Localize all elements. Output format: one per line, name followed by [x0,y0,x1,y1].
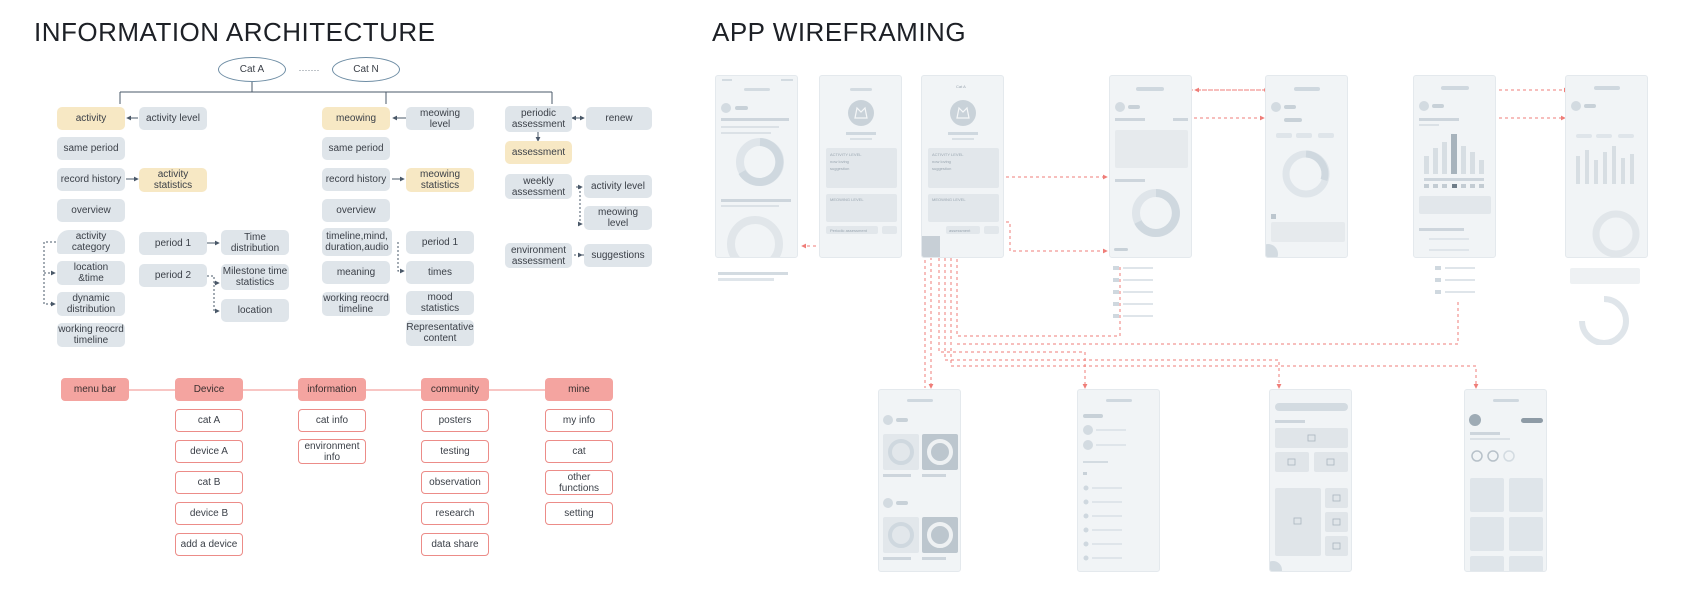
device-menu-node: Device [175,378,243,401]
meowing-weekly-ring [1574,295,1634,346]
cat-name-label: Cat A [956,84,966,89]
wireframe-mine [1464,389,1547,572]
community-item: data share [421,533,489,556]
device-item: cat A [175,409,243,432]
mine-item: my info [545,409,613,432]
activity-card-line: suggestion [932,166,952,171]
meowing-record-history-node: record history [322,168,390,191]
meowing-same-period-node: same period [322,137,390,160]
device-item: device B [175,502,243,525]
meowing-list [1413,258,1488,298]
meowing-card-title: MEOWING LEVEL [830,197,864,202]
dynamic-distribution-node: dynamic distribution [57,292,125,316]
activity-list [1113,266,1188,326]
device-item: cat B [175,471,243,494]
wireframe-activity-stats [1109,75,1192,258]
meowing-overview-node: overview [322,199,390,222]
community-item: observation [421,471,489,494]
representative-content-node: Representative content [406,320,474,346]
assessment-btn-label: assessment [949,228,971,233]
mine-item: setting [545,502,613,525]
wireframe-activity-weekly [1265,75,1348,258]
mine-menu-node: mine [545,378,613,401]
period2-node: period 2 [139,264,207,287]
cat-n-node: Cat N [332,57,400,82]
wireframe-device [878,389,961,572]
weekly-activity-level-node: activity level [584,175,652,198]
information-item: cat info [298,409,366,432]
mine-item: other functions [545,470,613,495]
wireframe-community [1269,389,1352,572]
milestone-node: Milestone time statistics [221,264,289,290]
menu-bar-node: menu bar [61,378,129,401]
meaning-node: meaning [322,261,390,284]
mine-item: cat [545,440,613,463]
activity-card-title: ACTIVITY LEVEL [830,152,862,157]
working-record-timeline-node: working reocrd timeline [57,323,125,347]
periodic-assessment-node: periodic assessment [505,106,572,132]
meowing-level-node: meowing level [406,107,474,130]
ellipsis: ······· [298,64,320,75]
timeline-node: timeline,mind, duration,audio [322,228,392,256]
meowing-weekly-card [1570,268,1640,284]
wireframe-information [1077,389,1160,572]
community-menu-node: community [421,378,489,401]
weekly-assessment-node: weekly assessment [505,174,572,199]
activity-level-node: activity level [139,107,207,130]
suggestions-node: suggestions [584,244,652,267]
periodic-btn-label: Periodic assessment [830,228,867,233]
activity-statistics-node: activity statistics [139,168,207,192]
information-menu-node: information [298,378,366,401]
times-node: times [406,261,474,284]
community-item: testing [421,440,489,463]
meowing-node: meowing [322,107,390,130]
ia-heading: INFORMATION ARCHITECTURE [34,17,436,47]
same-period-node: same period [57,137,125,160]
wireframe-cat-detail: Cat A ACTIVITY LEVEL now loving suggesti… [921,75,1004,258]
renew-node: renew [586,107,652,130]
period1-node: period 1 [139,232,207,255]
activity-card-line: now loving [932,159,951,164]
activity-card-title: ACTIVITY LEVEL [932,152,964,157]
device-item: add a device [175,533,243,556]
device-item: device A [175,440,243,463]
overview-node: overview [57,199,125,222]
meowing-period1-node: period 1 [406,231,474,254]
location-time-node: location &time [57,261,125,285]
wireframe-meowing-stats [1413,75,1496,258]
weekly-meowing-level-node: meowing level [584,206,652,230]
activity-card-line: now loving [830,159,849,164]
information-item: environment info [298,439,366,464]
wireframe-home [715,75,798,258]
record-history-node: record history [57,168,125,191]
community-item: research [421,502,489,525]
activity-category-node: activity category [57,230,125,254]
wireframe-cat-profile: ACTIVITY LEVEL now loving suggestion MEO… [819,75,902,258]
community-item: posters [421,409,489,432]
assessment-node: assessment [505,141,572,164]
meowing-statistics-node: meowing statistics [406,168,474,192]
environment-assessment-node: environment assessment [505,243,572,268]
wireframe-meowing-weekly [1565,75,1648,258]
mood-statistics-node: mood statistics [406,291,474,315]
meowing-working-timeline-node: working reocrd timeline [322,292,390,316]
location-node: location [221,299,289,322]
activity-node: activity [57,107,125,130]
wireframe-heading: APP WIREFRAMING [712,17,967,47]
time-distribution-node: Time distribution [221,230,289,255]
cat-a-node: Cat A [218,57,286,82]
meowing-card-title: MEOWING LEVEL [932,197,966,202]
activity-card-line: suggestion [830,166,850,171]
